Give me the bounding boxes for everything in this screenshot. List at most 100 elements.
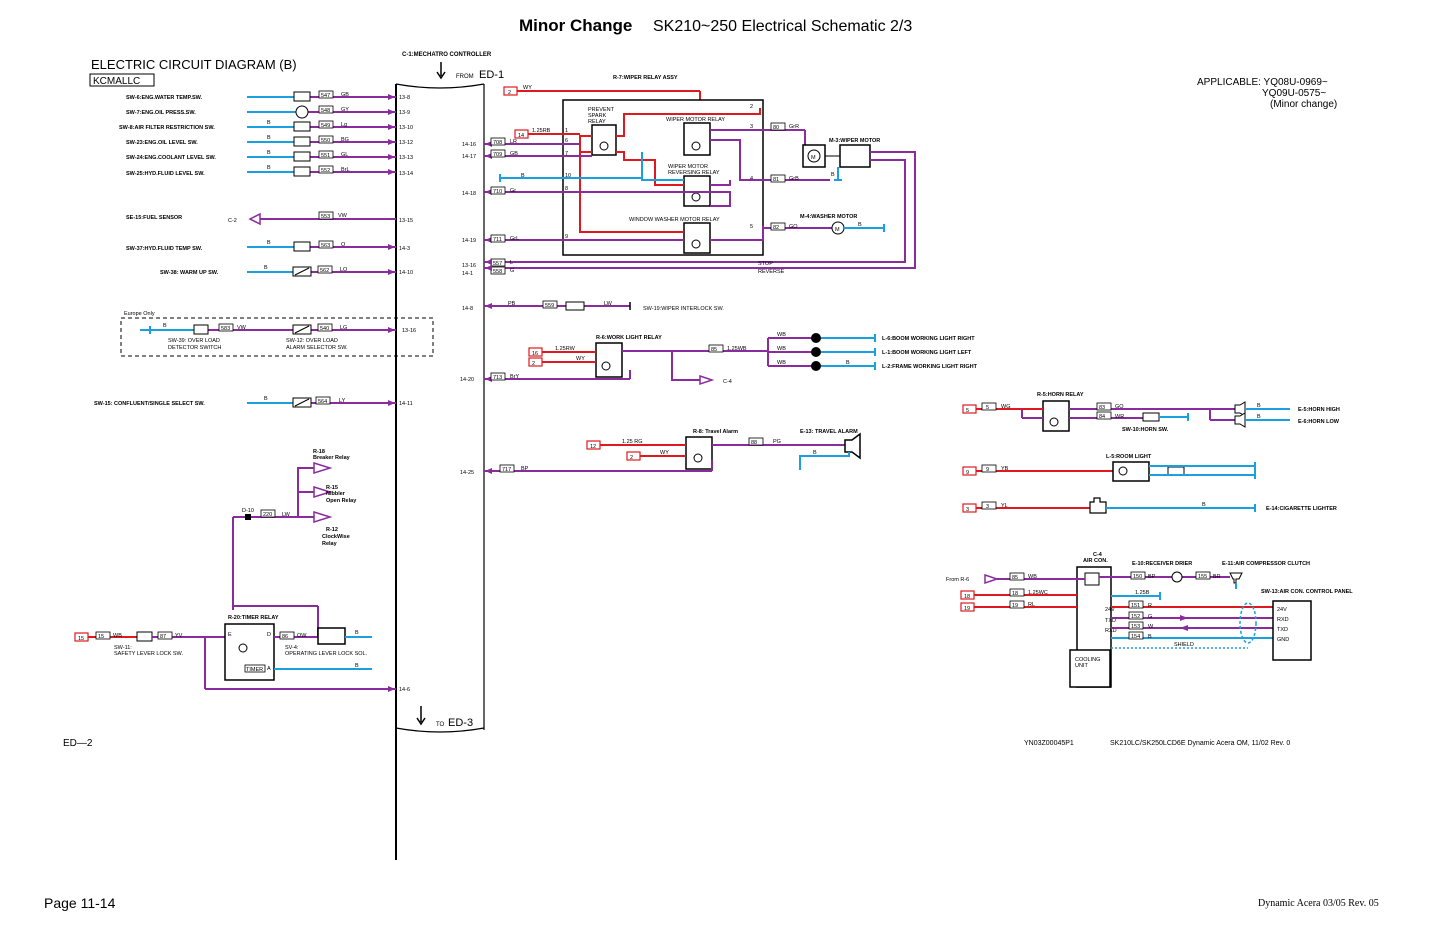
hydtemp-name: SW-37:HYD.FLUID TEMP SW. bbox=[126, 246, 203, 252]
r18-connector-icon bbox=[313, 461, 333, 475]
from-ref: ED-1 bbox=[479, 69, 504, 81]
wire-number: 713 bbox=[493, 375, 502, 381]
fuse-number: 5 bbox=[966, 408, 969, 414]
pin-d: D bbox=[267, 632, 271, 638]
relay-coil-icon bbox=[238, 643, 248, 653]
horn-low-icon bbox=[1234, 412, 1246, 428]
motor-m: M bbox=[811, 155, 816, 161]
pin-24v: 24V bbox=[1105, 607, 1115, 613]
wire-number: 87 bbox=[160, 634, 166, 640]
wire-number: 150 bbox=[1133, 574, 1142, 580]
pin-label: 14-16 bbox=[462, 142, 476, 148]
aircon-block: C-4 AIR CON. COOLING UNIT From R-6 85 WB… bbox=[946, 552, 1353, 688]
model-label: KCMALLC bbox=[93, 76, 140, 87]
wire-color: GL bbox=[341, 152, 348, 158]
wire-number: 88 bbox=[751, 440, 757, 446]
r15-label: R-15 bbox=[326, 485, 338, 491]
wire-number: 84 bbox=[1099, 414, 1105, 420]
wire-number: 151 bbox=[1131, 603, 1140, 609]
work-light-block: R-6:WORK LIGHT RELAY 16 1.25RW 2 WY 14-2… bbox=[460, 332, 978, 386]
wire-color: GO bbox=[789, 224, 798, 230]
wiper-motor-relay-label: WIPER MOTOR RELAY bbox=[666, 117, 725, 123]
lamp-icon bbox=[811, 361, 821, 371]
wire-color: BP bbox=[1148, 574, 1156, 580]
wire-color: 1.25B bbox=[1135, 590, 1150, 596]
r12-connector-icon bbox=[313, 510, 333, 524]
pressure-switch-icon bbox=[295, 105, 309, 119]
sw11-label: SW-11: bbox=[114, 645, 132, 651]
footer-left: ED—2 bbox=[63, 738, 93, 749]
sensor-name: SW-8:AIR FILTER RESTRICTION SW. bbox=[119, 125, 215, 131]
ground-color: B bbox=[267, 240, 271, 246]
wire-number: 711 bbox=[493, 237, 502, 243]
wire-number: 86 bbox=[282, 634, 288, 640]
terminal-number: 3 bbox=[750, 124, 753, 130]
wire-color: BR bbox=[1213, 574, 1221, 580]
fuse-number: 19 bbox=[964, 606, 970, 612]
wire-color: GB bbox=[510, 151, 518, 157]
pin-a: A bbox=[267, 666, 271, 672]
lighter-block: 3 3 YL B E-14:CIGARETTE LIGHTER bbox=[962, 497, 1337, 514]
wire-color: W bbox=[1148, 624, 1154, 630]
travel-alarm-icon bbox=[844, 432, 861, 460]
wire-color: GO bbox=[1115, 404, 1124, 410]
pin-label: 14-18 bbox=[462, 191, 476, 197]
ground-color: B bbox=[858, 222, 862, 228]
sv4-label: SV-4: bbox=[285, 645, 299, 651]
wire-number: 5 bbox=[986, 405, 989, 411]
wire-color: LO bbox=[340, 267, 348, 273]
europe-caption: Europe Only bbox=[124, 311, 155, 317]
pin-label: 14-17 bbox=[462, 154, 476, 160]
ground-color: B bbox=[267, 135, 271, 141]
prevent-label: RELAY bbox=[588, 119, 606, 125]
washer-motor-label: M-4:WASHER MOTOR bbox=[800, 214, 857, 220]
wire-color: LW bbox=[604, 301, 613, 307]
wire-color: Gr bbox=[510, 188, 516, 194]
pin-label: 14-25 bbox=[460, 470, 474, 476]
wire-color: PG bbox=[773, 439, 781, 445]
lamp-icon bbox=[811, 347, 821, 357]
wire-color: B bbox=[1148, 634, 1152, 640]
wire-color: YL bbox=[1001, 503, 1008, 509]
wire-number: 550 bbox=[321, 138, 330, 144]
wire-number: 85 bbox=[1012, 575, 1018, 581]
lamp-name: L-2:FRAME WORKING LIGHT RIGHT bbox=[882, 364, 978, 370]
wire-color: 1.25RW bbox=[555, 346, 576, 352]
ground-color: B bbox=[846, 360, 850, 366]
washer-relay-icon bbox=[683, 222, 711, 254]
pin-label: 13-15 bbox=[399, 218, 413, 224]
sensor-name: SW-23:ENG.OIL LEVEL SW. bbox=[126, 140, 198, 146]
r12-desc: ClockWise bbox=[322, 534, 350, 540]
wire-color: LG bbox=[340, 325, 347, 331]
terminal-number: 6 bbox=[565, 138, 568, 144]
warmup-name: SW-38: WARM UP SW. bbox=[160, 270, 219, 276]
pin-label: 13-12 bbox=[399, 140, 413, 146]
ground-color: B bbox=[1202, 502, 1206, 508]
pin-label: 14-3 bbox=[399, 246, 410, 252]
aircon-relay-icon bbox=[1084, 572, 1100, 586]
horn-block: R-5:HORN RELAY 5 5 WG 83 GO 84 WR SW-10:… bbox=[962, 392, 1340, 433]
wire-number: 155 bbox=[1198, 574, 1207, 580]
room-light-label: L-5:ROOM LIGHT bbox=[1106, 454, 1152, 460]
terminal-number: 2 bbox=[750, 104, 753, 110]
interlock-switch-icon bbox=[565, 301, 585, 311]
wire-color: BrY bbox=[510, 374, 520, 380]
r12-label: R-12 bbox=[326, 527, 338, 533]
sensor-name: SW-24:ENG.COOLANT LEVEL SW. bbox=[126, 155, 216, 161]
washer-m: M bbox=[835, 227, 840, 233]
d10-wire: 220 bbox=[263, 512, 272, 518]
pin-label: 13-13 bbox=[399, 155, 413, 161]
wire-number: 562 bbox=[320, 268, 329, 274]
c4-label: C-4 bbox=[723, 379, 732, 385]
terminal-number: 1 bbox=[565, 128, 568, 134]
d10-color: LW bbox=[282, 512, 291, 518]
r15-connector-icon bbox=[313, 485, 333, 499]
pin-label: 14-8 bbox=[462, 306, 473, 312]
wire-color: BrL bbox=[341, 167, 350, 173]
temp-switch-icon bbox=[293, 91, 311, 102]
wire-color: LR bbox=[510, 139, 517, 145]
ground-color: B bbox=[264, 265, 268, 271]
wire-color: GrL bbox=[510, 236, 519, 242]
fuse-number: 12 bbox=[590, 444, 596, 450]
stop-label: STOP bbox=[758, 261, 773, 267]
